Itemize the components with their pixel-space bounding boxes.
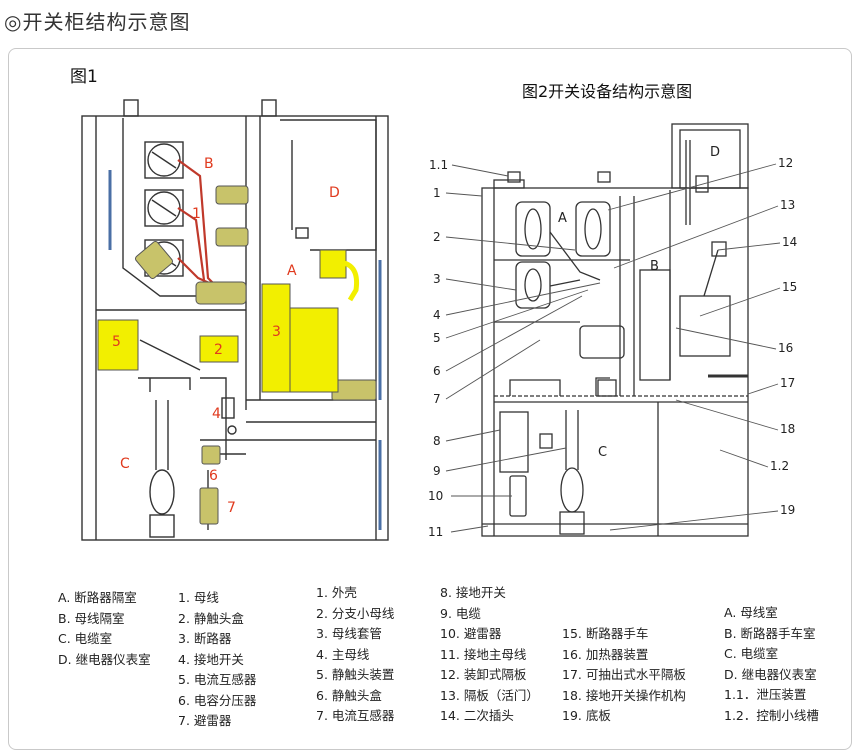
fig1-lift-eye bbox=[123, 99, 139, 117]
fig1-breaker-body bbox=[289, 307, 339, 393]
fig2-callout-18: 18 bbox=[780, 422, 795, 436]
fig2-busbar bbox=[515, 201, 551, 257]
legend-col-3: 1. 外壳 2. 分支小母线 3. 母线套管 4. 主母线 5. 静触头装置 6… bbox=[316, 583, 394, 727]
fig2-area-label-B: B bbox=[650, 259, 659, 274]
fig2-cabinet-outline bbox=[481, 187, 749, 537]
fig1-num-6: 6 bbox=[209, 468, 218, 484]
fig1-busbar-2 bbox=[147, 191, 181, 225]
fig2-area-label-D: D bbox=[710, 145, 720, 160]
fig1-num-1: 1 bbox=[192, 206, 201, 222]
fig2-callout-8: 8 bbox=[433, 434, 441, 448]
legend-item: 5. 电流互感器 bbox=[178, 672, 257, 687]
legend-item: 16. 加热器装置 bbox=[562, 646, 649, 662]
fig1-cabinet-outline bbox=[81, 115, 389, 541]
fig2-callout-4: 4 bbox=[433, 308, 441, 322]
fig1-area-label-A: A bbox=[287, 263, 297, 279]
fig2-callout-3: 3 bbox=[433, 272, 441, 286]
fig2-callout-19: 19 bbox=[780, 503, 795, 517]
fig1-area-label-D: D bbox=[329, 185, 340, 201]
fig1-area-label-C: C bbox=[120, 456, 130, 472]
fig2-callout-1.1: 1.1 bbox=[429, 158, 448, 172]
fig2-callout-10: 10 bbox=[428, 489, 443, 503]
legend-item: 4. 接地开关 bbox=[178, 651, 244, 667]
legend-item: D. 继电器仪表室 bbox=[58, 651, 151, 667]
legend-item: 3. 断路器 bbox=[178, 631, 232, 646]
legend-col-1: A. 断路器隔室 B. 母线隔室 C. 电缆室 D. 继电器仪表室 bbox=[58, 588, 151, 670]
fig2-callout-14: 14 bbox=[782, 235, 797, 249]
fig1-num-4: 4 bbox=[212, 406, 221, 422]
fig1-static-contact-box-2 bbox=[199, 335, 239, 363]
fig2-callout-9: 9 bbox=[433, 464, 441, 478]
fig1-breaker-3 bbox=[261, 283, 291, 393]
legend-item: B. 母线隔室 bbox=[58, 610, 125, 626]
legend-item: 2. 分支小母线 bbox=[316, 605, 395, 621]
legend-item: C. 电缆室 bbox=[724, 646, 779, 661]
fig2-callout-6: 6 bbox=[433, 364, 441, 378]
fig2-area-label-C: C bbox=[598, 445, 607, 460]
legend-item: 13. 隔板（活门） bbox=[440, 687, 539, 703]
fig2-callout-16: 16 bbox=[778, 341, 793, 355]
legend-item: 3. 母线套管 bbox=[316, 626, 382, 641]
legend-item: 6. 电容分压器 bbox=[178, 692, 257, 708]
fig1-num-3: 3 bbox=[272, 324, 281, 340]
fig2-callout-13: 13 bbox=[780, 198, 795, 212]
legend-item: 7. 避雷器 bbox=[178, 713, 232, 728]
fig1-area-label-B: B bbox=[204, 156, 214, 172]
fig2-callout-11: 11 bbox=[428, 525, 443, 539]
legend-col-6: A. 母线室 B. 断路器手车室 C. 电缆室 D. 继电器仪表室 1.1．泄压… bbox=[724, 603, 819, 726]
legend-item: 2. 静触头盒 bbox=[178, 610, 244, 626]
legend-item: 4. 主母线 bbox=[316, 646, 370, 662]
fig2-busbar bbox=[575, 201, 611, 257]
legend-item: 11. 接地主母线 bbox=[440, 646, 527, 662]
fig2-busbar bbox=[515, 261, 551, 309]
fig2-callout-1.2: 1.2 bbox=[770, 459, 789, 473]
legend-item: 9. 电缆 bbox=[440, 605, 481, 621]
legend-item: A. 母线室 bbox=[724, 605, 778, 620]
legend-item: D. 继电器仪表室 bbox=[724, 666, 817, 682]
legend-item: A. 断路器隔室 bbox=[58, 590, 137, 605]
legend-item: 1.1．泄压装置 bbox=[724, 687, 807, 702]
fig1-current-transformer-5 bbox=[97, 319, 139, 371]
fig1-num-7: 7 bbox=[227, 500, 236, 516]
fig2-callout-2: 2 bbox=[433, 230, 441, 244]
legend-item: 15. 断路器手车 bbox=[562, 626, 649, 641]
fig2-area-label-A: A bbox=[558, 211, 567, 226]
figure2-title: 图2开关设备结构示意图 bbox=[522, 82, 693, 101]
fig1-num-5: 5 bbox=[112, 334, 121, 350]
legend-item: 7. 电流互感器 bbox=[316, 708, 395, 723]
legend-col-4: 8. 接地开关 9. 电缆 10. 避雷器 11. 接地主母线 12. 装卸式隔… bbox=[440, 583, 539, 727]
figure1-label: 图1 bbox=[70, 67, 98, 87]
page-title: ◎开关柜结构示意图 bbox=[4, 10, 191, 34]
legend-col-5: 15. 断路器手车 16. 加热器装置 17. 可抽出式水平隔板 18. 接地开… bbox=[562, 624, 686, 727]
legend-item: 17. 可抽出式水平隔板 bbox=[562, 667, 686, 682]
fig1-num-2: 2 bbox=[214, 342, 223, 358]
legend-item: B. 断路器手车室 bbox=[724, 625, 816, 641]
fig2-callout-5: 5 bbox=[433, 331, 441, 345]
legend-item: 18. 接地开关操作机构 bbox=[562, 687, 686, 703]
fig2-callout-12: 12 bbox=[778, 156, 793, 170]
legend-item: 12. 装卸式隔板 bbox=[440, 667, 527, 682]
fig2-callout-7: 7 bbox=[433, 392, 441, 406]
legend-item: 5. 静触头装置 bbox=[316, 667, 395, 682]
legend-item: 1. 外壳 bbox=[316, 585, 357, 600]
legend-item: C. 电缆室 bbox=[58, 631, 113, 646]
legend-item: 1.2．控制小线槽 bbox=[724, 707, 819, 723]
legend-item: 6. 静触头盒 bbox=[316, 687, 382, 703]
legend-item: 19. 底板 bbox=[562, 708, 611, 723]
fig2-callout-15: 15 bbox=[782, 280, 797, 294]
legend-item: 14. 二次插头 bbox=[440, 708, 514, 723]
legend-item: 1. 母线 bbox=[178, 590, 219, 605]
fig1-lift-eye bbox=[261, 99, 277, 117]
fig1-busbar-1 bbox=[147, 143, 181, 177]
legend-col-2: 1. 母线 2. 静触头盒 3. 断路器 4. 接地开关 5. 电流互感器 6.… bbox=[178, 588, 256, 732]
fig2-callout-17: 17 bbox=[780, 376, 795, 390]
legend-item: 10. 避雷器 bbox=[440, 626, 502, 641]
legend-item: 8. 接地开关 bbox=[440, 585, 506, 600]
fig2-callout-1: 1 bbox=[433, 186, 441, 200]
